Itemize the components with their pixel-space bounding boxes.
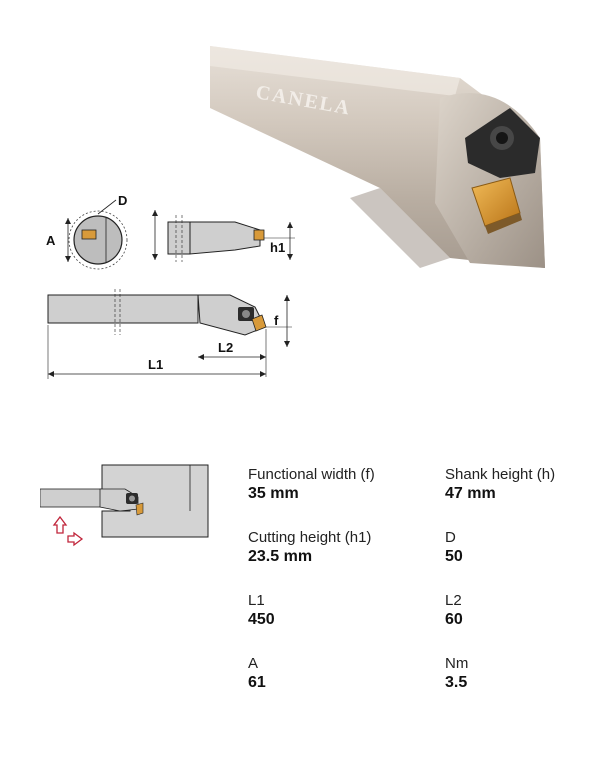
- label-A: A: [46, 233, 56, 248]
- up-arrow-icon: [52, 515, 68, 534]
- spec-label: L1: [248, 592, 265, 609]
- label-f: f: [274, 313, 279, 328]
- spec-cutting-height: Cutting height (h1) 23.5 mm: [248, 529, 428, 567]
- spec-label: Nm: [445, 655, 469, 672]
- spec-value: 23.5 mm: [248, 548, 313, 565]
- spec-L1: L1 450: [248, 592, 428, 630]
- spec-value: 60: [445, 611, 463, 628]
- front-view-drawing: A D: [46, 193, 128, 270]
- spec-D: D 50: [445, 529, 600, 567]
- spec-A: A 61: [248, 655, 428, 693]
- label-D: D: [118, 193, 127, 208]
- spec-label: L2: [445, 592, 462, 609]
- spec-value: 3.5: [445, 674, 468, 691]
- spec-value: 50: [445, 548, 463, 565]
- spec-label: Shank height (h): [445, 466, 556, 483]
- spec-value: 47 mm: [445, 485, 496, 502]
- spec-value: 450: [248, 611, 275, 628]
- spec-Nm: Nm 3.5: [445, 655, 600, 693]
- spec-L2: L2 60: [445, 592, 600, 630]
- side-view-drawing: h h1: [152, 210, 295, 262]
- spec-value: 61: [248, 674, 266, 691]
- spec-shank-height: Shank height (h) 47 mm: [445, 466, 600, 504]
- spec-label: Functional width (f): [248, 466, 375, 483]
- label-L1: L1: [148, 357, 163, 372]
- spec-label: A: [248, 655, 259, 672]
- spec-label: Cutting height (h1): [248, 529, 372, 546]
- application-diagram: [40, 464, 209, 547]
- spec-label: D: [445, 529, 456, 546]
- top-view-drawing: f L2 L1: [47, 289, 292, 379]
- right-arrow-icon: [67, 531, 84, 547]
- label-h1: h1: [270, 240, 285, 255]
- spec-functional-width: Functional width (f) 35 mm: [248, 466, 428, 504]
- product-photo: CANELA: [210, 46, 545, 268]
- spec-value: 35 mm: [248, 485, 299, 502]
- label-L2: L2: [218, 340, 233, 355]
